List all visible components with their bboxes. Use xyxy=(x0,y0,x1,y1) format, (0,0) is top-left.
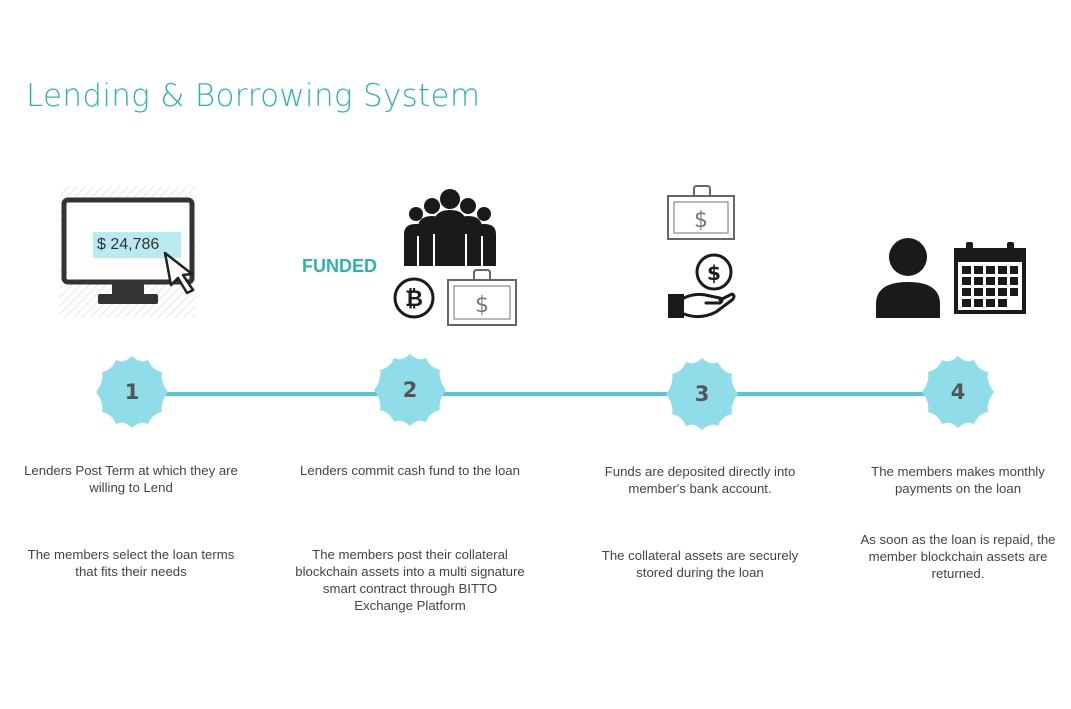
step4-description: The members makes monthly payments on th… xyxy=(871,464,1045,496)
step-number: 4 xyxy=(950,380,966,404)
step-number: 1 xyxy=(124,380,140,404)
step4-detail: As soon as the loan is repaid, the membe… xyxy=(860,532,1056,581)
cursor-icon xyxy=(162,250,206,301)
step-badge-1: 1 xyxy=(94,354,170,430)
step1-description: Lenders Post Term at which they are will… xyxy=(24,463,238,495)
money-bill-icon: $ xyxy=(446,268,518,333)
timeline-line xyxy=(130,392,960,396)
hand-coin-icon: $ xyxy=(666,252,738,327)
step-badge-3: 3 xyxy=(664,356,740,432)
step1-detail: The members select the loan terms that f… xyxy=(27,547,235,579)
people-group-icon xyxy=(402,188,498,273)
step2-description: Lenders commit cash fund to the loan xyxy=(300,463,520,478)
step-badge-2: 2 xyxy=(372,352,448,428)
svg-text:$: $ xyxy=(475,293,489,318)
svg-text:₿: ₿ xyxy=(405,287,423,312)
svg-text:$: $ xyxy=(694,208,708,233)
step-number: 3 xyxy=(694,382,710,406)
step2-detail: The members post their collateral blockc… xyxy=(295,547,525,613)
bitcoin-icon: ₿ xyxy=(392,276,436,325)
svg-text:$: $ xyxy=(707,261,721,285)
step3-detail: The collateral assets are securely store… xyxy=(601,548,799,580)
funded-label: FUNDED xyxy=(302,256,377,276)
calendar-icon xyxy=(952,240,1028,321)
step-number: 2 xyxy=(402,378,418,402)
money-bill-icon: $ xyxy=(666,184,738,247)
step3-description: Funds are deposited directly into member… xyxy=(604,464,796,496)
step-badge-4: 4 xyxy=(920,354,996,430)
price-display: $ 24,786 xyxy=(93,232,181,258)
person-icon xyxy=(874,236,942,325)
page-title: Lending & Borrowing System xyxy=(26,78,481,114)
